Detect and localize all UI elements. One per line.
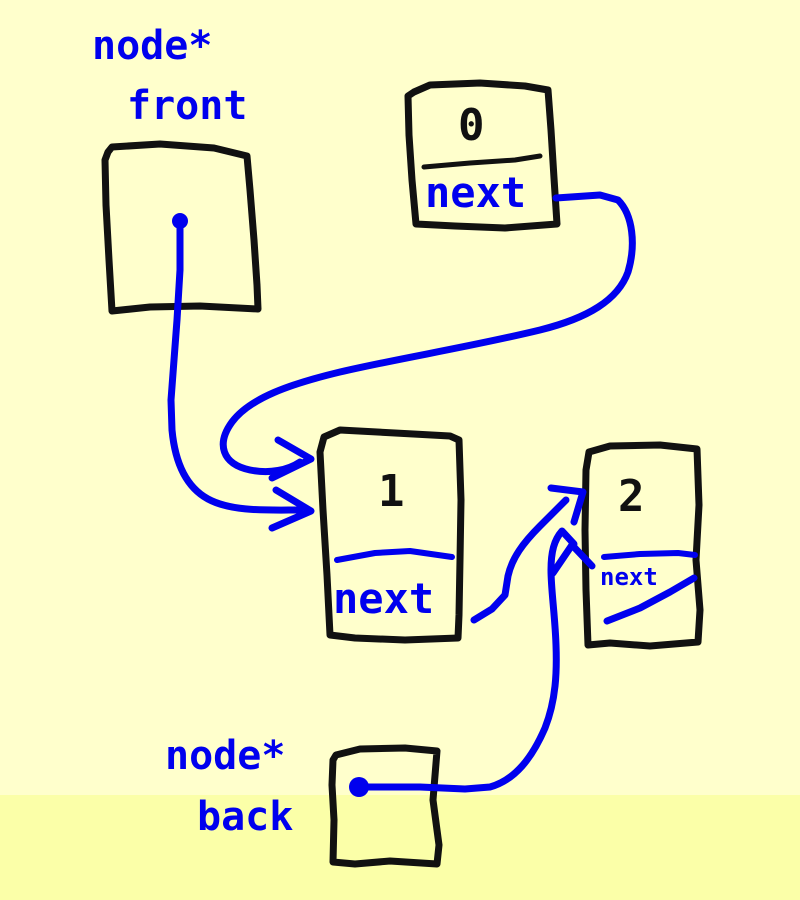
front-pointer-name-label: front [127,83,248,129]
back-pointer-box [328,744,443,868]
edge-front-to-node1 [167,220,304,514]
node-0-value: 0 [458,100,485,151]
node-2-null-slash [603,574,698,625]
node-2-value: 2 [618,471,645,522]
node-1-box [316,426,465,644]
edge-front-to-node1-arrowhead [268,486,315,532]
back-pointer-type-label: node* [165,733,286,779]
edge-node1-next-to-node2-arrowhead [547,484,587,526]
node-2-divider [601,550,698,560]
node-0-box [404,79,561,232]
front-pointer-dot [172,213,188,229]
back-pointer-name-label: back [197,794,294,840]
node-2-box [581,441,704,650]
front-pointer-box [101,140,262,315]
edge-node0-next-to-node1 [219,191,636,476]
edge-back-to-node2-arrowhead [549,541,596,577]
background-band-bottom [0,795,800,900]
node-0-divider [421,153,543,170]
node-2-next-label: next [600,563,658,591]
node-1-value: 1 [378,466,405,517]
edge-back-to-node2 [358,527,578,793]
node-1-next-label: next [333,574,435,623]
background-band-top [0,0,800,795]
front-pointer-type-label: node* [92,23,213,69]
node-1-divider [334,548,455,563]
edge-node0-next-to-node1-arrowhead [268,436,315,482]
node-0-next-label: next [425,168,527,217]
edge-node1-next-to-node2 [470,496,570,624]
back-pointer-dot [349,777,369,797]
